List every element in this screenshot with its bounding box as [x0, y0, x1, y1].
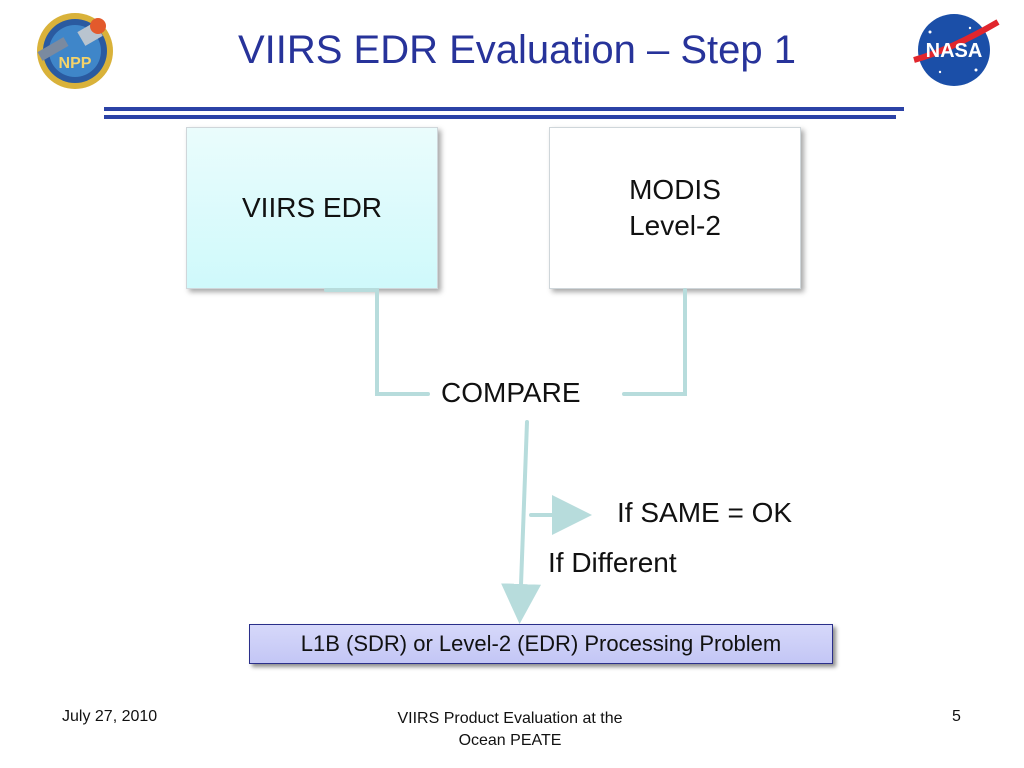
footer-date: July 27, 2010	[62, 708, 158, 725]
connector-viirs-to-compare	[324, 288, 430, 396]
connector-compare-to-result	[501, 420, 542, 624]
slide-title: VIIRS EDR Evaluation – Step 1	[237, 28, 797, 72]
connector-modis-to-compare	[622, 288, 687, 396]
if-same-label: If SAME = OK	[617, 497, 793, 528]
viirs-edr-box: VIIRS EDR	[186, 127, 438, 289]
svg-text:NASA: NASA	[926, 40, 983, 62]
page-number: 5	[952, 708, 961, 725]
title-rule-bottom	[104, 115, 896, 119]
compare-label: COMPARE	[441, 377, 581, 408]
svg-text:NPP: NPP	[59, 55, 92, 72]
if-different-label: If Different	[548, 547, 677, 578]
title-rule-top	[104, 107, 904, 111]
npp-logo: NPP	[37, 13, 113, 89]
nasa-logo: NASA	[913, 14, 1000, 86]
processing-problem-box: L1B (SDR) or Level-2 (EDR) Processing Pr…	[249, 624, 833, 664]
modis-level2-box: MODIS Level-2	[549, 127, 801, 289]
footer-title: VIIRS Product Evaluation at the Ocean PE…	[397, 710, 623, 749]
